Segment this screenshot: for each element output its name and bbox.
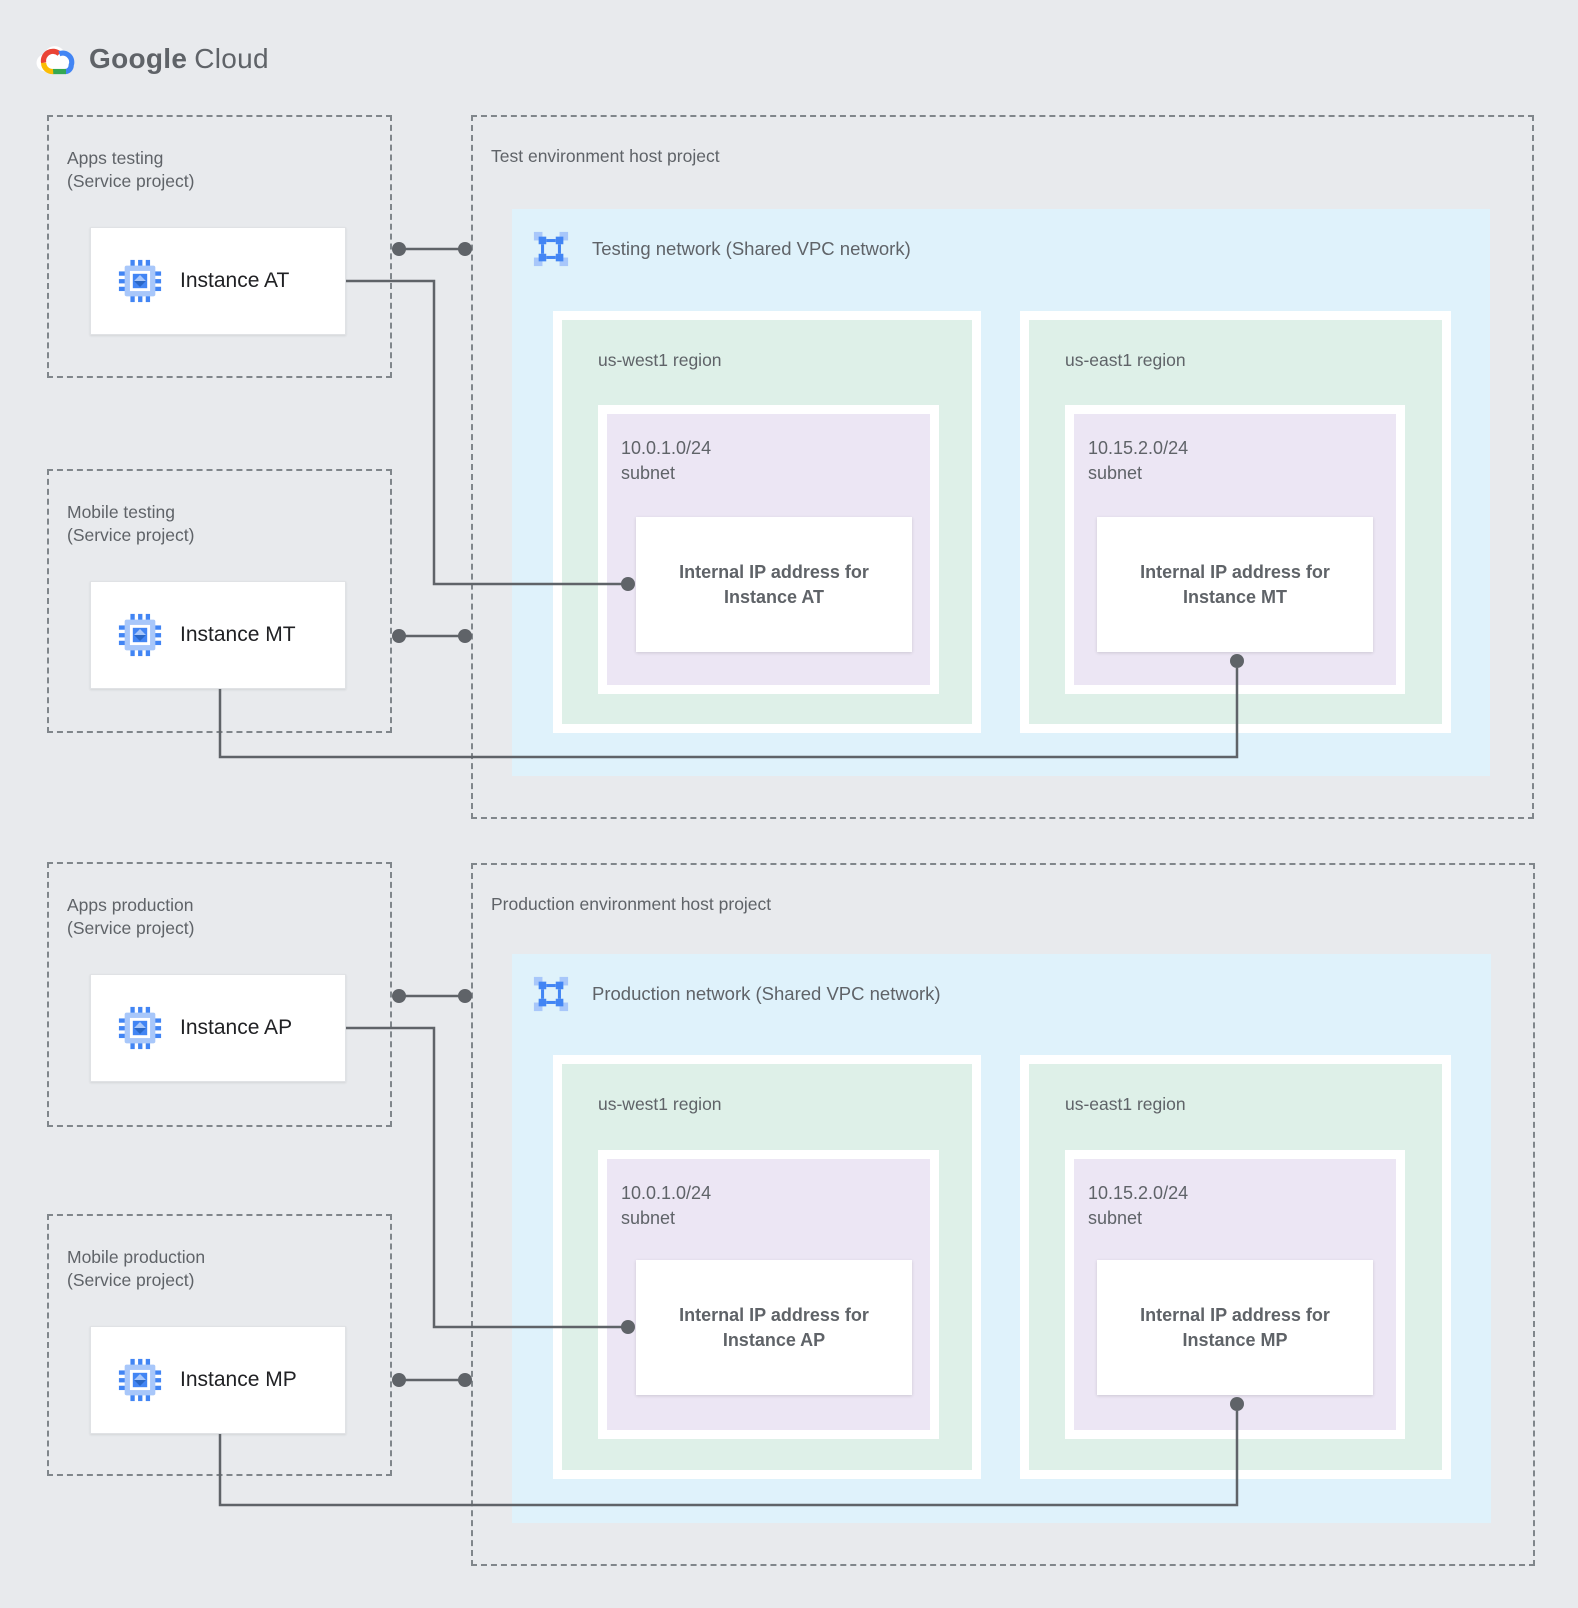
test-west-subnet-cidr: 10.0.1.0/24: [621, 438, 712, 458]
test-us-west1-region-label: us-west1 region: [598, 350, 722, 370]
vpc-network-icon: [533, 231, 569, 267]
ip-card-mt-line1: Internal IP address for: [1140, 561, 1330, 582]
production-network-label: Production network (Shared VPC network): [592, 983, 941, 1004]
service-project-apps-testing-label: Apps testing (Service project): [67, 147, 194, 193]
production-network-header: Production network (Shared VPC network): [532, 975, 941, 1013]
service-project-mobile-testing-box: Mobile testing (Service project) Instanc…: [47, 469, 392, 733]
endpoint-dot: [458, 629, 472, 643]
service-project-mobile-production-box: Mobile production (Service project) Inst…: [47, 1214, 392, 1476]
instance-at-card: Instance AT: [90, 227, 346, 335]
apps-testing-subtitle: (Service project): [67, 171, 195, 191]
apps-production-title: Apps production: [67, 895, 194, 915]
instance-mt-label: Instance MT: [180, 623, 296, 646]
vpc-network-icon: [533, 976, 569, 1012]
endpoint-dot: [458, 989, 472, 1003]
mobile-testing-title: Mobile testing: [67, 502, 175, 522]
mobile-testing-subtitle: (Service project): [67, 525, 195, 545]
ip-card-mp-line1: Internal IP address for: [1140, 1304, 1330, 1325]
apps-testing-title: Apps testing: [67, 148, 164, 168]
google-cloud-logo-icon: [36, 46, 75, 75]
prod-west-subnet-cidr: 10.0.1.0/24: [621, 1183, 712, 1203]
test-us-east1-region-label: us-east1 region: [1065, 350, 1186, 370]
endpoint-dot: [392, 242, 406, 256]
ip-card-mt-line2: Instance MT: [1182, 586, 1288, 607]
prod-us-west1-region-label: us-west1 region: [598, 1094, 722, 1114]
prod-us-east1-region-label: us-east1 region: [1065, 1094, 1186, 1114]
service-project-apps-testing-box: Apps testing (Service project) Instance …: [47, 115, 392, 378]
test-west-subnet-word: subnet: [621, 463, 676, 483]
instance-at-label: Instance AT: [180, 269, 290, 292]
testing-network-header: Testing network (Shared VPC network): [532, 230, 911, 268]
service-project-apps-production-label: Apps production (Service project): [67, 894, 194, 940]
instance-ap-card: Instance AP: [90, 974, 346, 1082]
endpoint-dot: [392, 1373, 406, 1387]
compute-engine-icon: [118, 259, 162, 303]
instance-mp-card: Instance MP: [90, 1326, 346, 1434]
prod-east-subnet-label: 10.15.2.0/24 subnet: [1088, 1181, 1188, 1231]
compute-engine-icon: [118, 613, 162, 657]
ip-card-at-line1: Internal IP address for: [679, 561, 869, 582]
prod-west-subnet-word: subnet: [621, 1208, 676, 1228]
compute-engine-icon: [118, 1358, 162, 1402]
test-east-subnet-label: 10.15.2.0/24 subnet: [1088, 436, 1188, 486]
ip-card-ap-line1: Internal IP address for: [679, 1304, 869, 1325]
service-project-apps-production-box: Apps production (Service project) Instan…: [47, 862, 392, 1127]
ip-card-ap-line2: Instance AP: [722, 1329, 826, 1350]
host-project-production-title-text: Production environment host project: [491, 894, 772, 914]
mobile-production-subtitle: (Service project): [67, 1270, 195, 1290]
ip-card-at-line2: Instance AT: [723, 586, 825, 607]
endpoint-dot: [392, 989, 406, 1003]
endpoint-dot: [458, 242, 472, 256]
host-project-test-title: Test environment host project: [491, 145, 720, 168]
instance-mp-label: Instance MP: [180, 1368, 297, 1391]
ip-card-mp-line2: Instance MP: [1182, 1329, 1288, 1350]
prod-west-subnet-label: 10.0.1.0/24 subnet: [621, 1181, 711, 1231]
service-project-mobile-production-label: Mobile production (Service project): [67, 1246, 205, 1292]
compute-engine-icon: [118, 1006, 162, 1050]
internal-ip-card-instance-ap: Internal IP address for Instance AP: [636, 1260, 912, 1395]
mobile-production-title: Mobile production: [67, 1247, 206, 1267]
testing-network-label: Testing network (Shared VPC network): [592, 238, 911, 259]
logo-word-google: Google: [89, 43, 188, 74]
endpoint-dot: [458, 1373, 472, 1387]
test-west-subnet-label: 10.0.1.0/24 subnet: [621, 436, 711, 486]
internal-ip-card-instance-mt: Internal IP address for Instance MT: [1097, 517, 1373, 652]
host-project-test-title-text: Test environment host project: [491, 146, 720, 166]
instance-mt-card: Instance MT: [90, 581, 346, 689]
internal-ip-card-instance-at: Internal IP address for Instance AT: [636, 517, 912, 652]
test-east-subnet-word: subnet: [1088, 463, 1143, 483]
service-project-mobile-testing-label: Mobile testing (Service project): [67, 501, 194, 547]
internal-ip-card-instance-mp: Internal IP address for Instance MP: [1097, 1260, 1373, 1395]
test-east-subnet-cidr: 10.15.2.0/24: [1088, 438, 1189, 458]
prod-east-subnet-cidr: 10.15.2.0/24: [1088, 1183, 1189, 1203]
prod-east-subnet-word: subnet: [1088, 1208, 1143, 1228]
host-project-production-title: Production environment host project: [491, 893, 771, 916]
endpoint-dot: [392, 629, 406, 643]
instance-ap-label: Instance AP: [180, 1016, 293, 1039]
logo-word-cloud: Cloud: [194, 43, 269, 74]
apps-production-subtitle: (Service project): [67, 918, 195, 938]
